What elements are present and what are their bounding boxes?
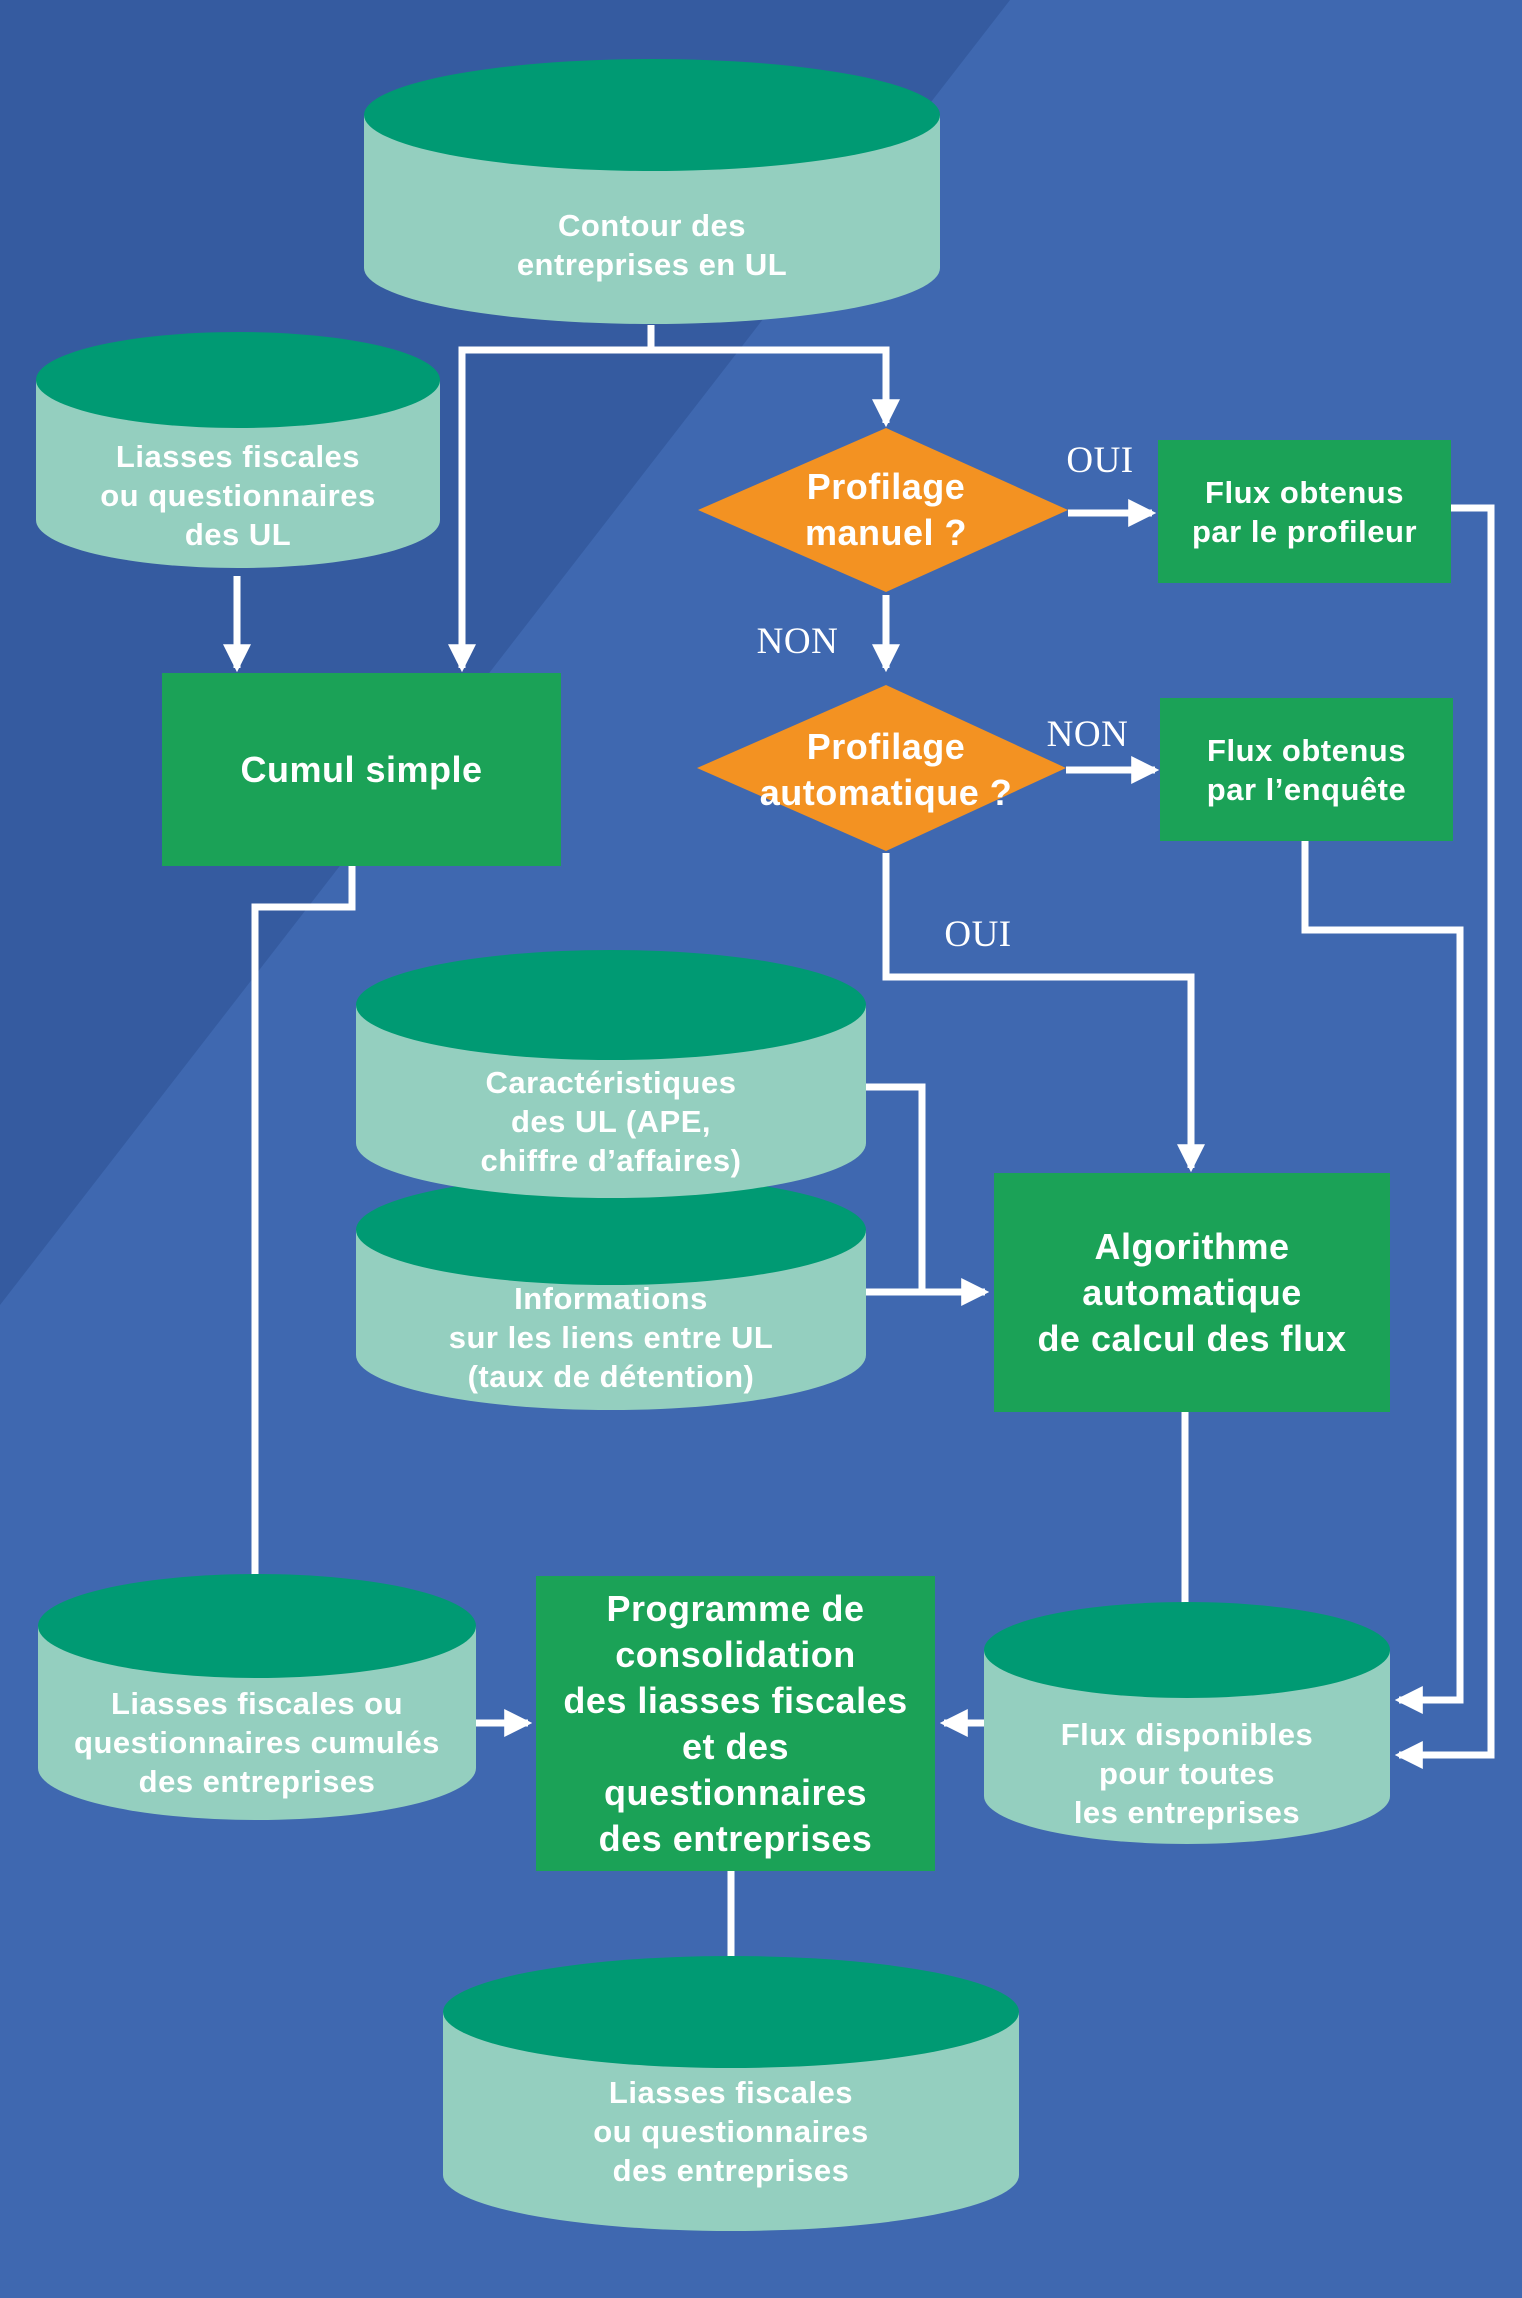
programme-label: Programme de consolidation des liasses f… <box>563 1587 908 1859</box>
contour-label: Contour des entreprises en UL <box>516 208 788 282</box>
edge-label-auto-non: NON <box>1046 713 1129 755</box>
flux-disponibles-label: Flux disponibles pour toutes les entrepr… <box>1060 1716 1314 1830</box>
database-liasses-entreprises <box>443 1956 1019 2231</box>
database-contour <box>364 59 940 324</box>
arrow-caracteristiques-to-algo <box>866 1083 926 1292</box>
liasses-entreprises-label: Liasses fiscales ou questionnaires des e… <box>593 2074 869 2188</box>
arrow-auto-oui <box>882 853 1205 1173</box>
database-flux-disponibles <box>984 1602 1390 1844</box>
box-cumul-simple <box>162 673 561 866</box>
arrow-contour-to-cumul <box>448 346 651 673</box>
connectors <box>223 325 1495 2009</box>
profilage-manuel-label: Profilage manuel ? <box>804 466 968 553</box>
flux-enquete-label: Flux obtenus par l’enquête <box>1206 732 1407 807</box>
edge-label-auto-oui: OUI <box>944 913 1012 955</box>
arrow-enquete-to-disponibles <box>1301 840 1464 1714</box>
database-informations <box>356 1175 866 1410</box>
diamond-profilage-auto <box>697 685 1066 851</box>
edge-label-manuel-oui: OUI <box>1066 439 1134 481</box>
database-liasses-ul <box>36 332 440 568</box>
cumul-simple-label: Cumul simple <box>240 748 483 790</box>
arrow-contour-to-manuel <box>647 325 900 428</box>
arrow-cumul-to-cumules <box>241 866 356 1632</box>
liasses-cumules-label: Liasses fiscales ou questionnaires cumul… <box>74 1685 440 1799</box>
box-flux-profileur <box>1158 440 1451 583</box>
diamond-profilage-manuel <box>698 428 1068 592</box>
arrow-profileur-to-disponibles <box>1394 504 1495 1769</box>
liasses-ul-label: Liasses fiscales ou questionnaires des U… <box>100 439 376 552</box>
box-algorithme <box>994 1173 1390 1412</box>
box-programme <box>536 1576 935 1871</box>
edge-label-manuel-non: NON <box>756 620 839 662</box>
flux-profileur-label: Flux obtenus par le profileur <box>1191 474 1418 549</box>
profilage-auto-label: Profilage automatique ? <box>759 726 1013 813</box>
database-liasses-cumules <box>38 1574 476 1820</box>
algorithme-label: Algorithme automatique de calcul des flu… <box>1037 1225 1347 1359</box>
caracteristiques-label: Caractéristiques des UL (APE, chiffre d’… <box>480 1064 742 1178</box>
informations-label: Informations sur les liens entre UL (tau… <box>448 1280 774 1394</box>
database-caracteristiques <box>356 950 866 1198</box>
box-flux-enquete <box>1160 698 1453 841</box>
